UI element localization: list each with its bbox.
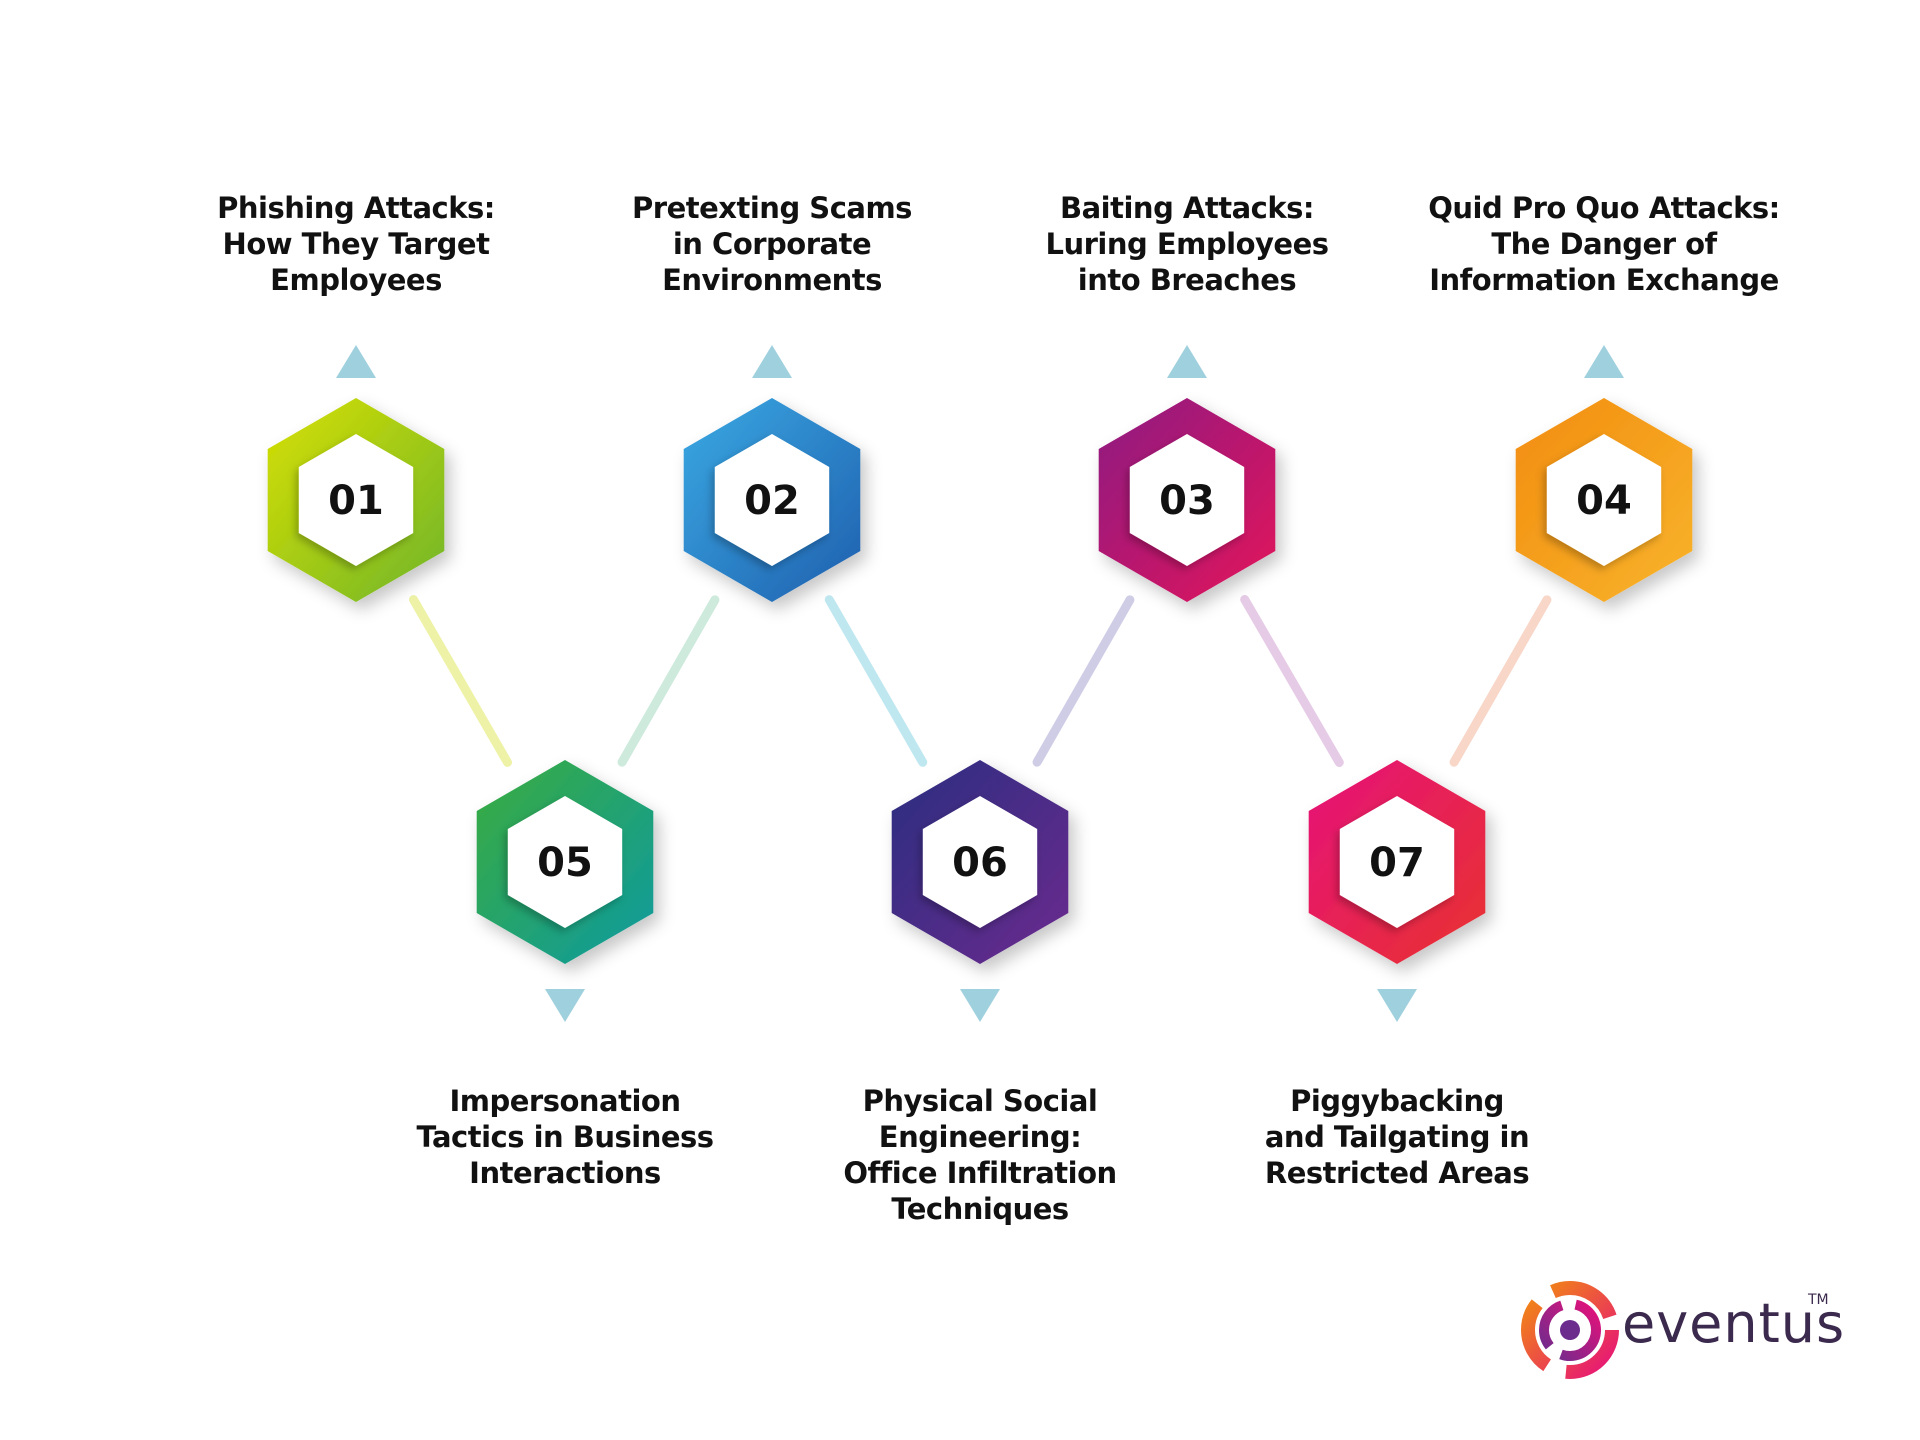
hexagon-inner — [1546, 434, 1662, 566]
hexagon-node: 06 — [891, 760, 1069, 964]
hexagon-node: 01 — [267, 398, 445, 602]
connector-line — [617, 595, 720, 767]
hexagon-node: 05 — [476, 760, 654, 964]
logo-wordmark: eventus — [1622, 1292, 1846, 1355]
node-number: 01 — [328, 478, 384, 524]
arrow-up-icon — [752, 345, 792, 378]
node-label-line: and Tailgating in — [1264, 1120, 1530, 1154]
arrow-down-icon — [1377, 989, 1417, 1022]
node-label-line: Restricted Areas — [1264, 1156, 1530, 1190]
node-label-line: Office Infiltration — [843, 1156, 1117, 1190]
node-label-line: Employees — [270, 263, 442, 297]
node-label-line: Engineering: — [878, 1120, 1082, 1154]
node-number: 02 — [744, 478, 800, 524]
arrow-down-icon — [545, 989, 585, 1022]
node-label-line: Phishing Attacks: — [217, 191, 495, 225]
node-label-line: Physical Social — [862, 1084, 1098, 1118]
arrows — [336, 345, 1624, 1022]
node-label-line: Techniques — [891, 1192, 1069, 1226]
hexagon-inner — [1339, 796, 1455, 928]
connector-line — [1032, 595, 1135, 767]
node-label-line: The Danger of — [1491, 227, 1717, 261]
node-number: 04 — [1576, 478, 1632, 524]
connector-line — [1240, 594, 1344, 768]
node-label-line: Information Exchange — [1429, 263, 1779, 297]
connector-line — [1449, 595, 1552, 767]
hexagon-inner — [922, 796, 1038, 928]
hexagon-node: 04 — [1515, 398, 1693, 602]
node-number: 07 — [1369, 840, 1425, 886]
node-label-line: Impersonation — [449, 1084, 681, 1118]
arrow-down-icon — [960, 989, 1000, 1022]
node-label-line: into Breaches — [1077, 263, 1297, 297]
node-number: 03 — [1159, 478, 1215, 524]
node-number: 06 — [952, 840, 1008, 886]
connectors — [408, 594, 1552, 768]
arrow-up-icon — [1167, 345, 1207, 378]
hexagon-node: 03 — [1098, 398, 1276, 602]
node-label-line: Pretexting Scams — [632, 191, 912, 225]
node-label-line: Baiting Attacks: — [1060, 191, 1315, 225]
connector-line — [824, 595, 928, 767]
node-number: 05 — [537, 840, 593, 886]
hexagon-inner — [298, 434, 414, 566]
node-label-line: Piggybacking — [1290, 1084, 1504, 1118]
connector-line — [408, 595, 513, 767]
node-label-line: Quid Pro Quo Attacks: — [1428, 191, 1780, 225]
node-label-line: Environments — [662, 263, 882, 297]
node-label-line: Tactics in Business — [416, 1120, 714, 1154]
logo-trademark: TM — [1808, 1292, 1829, 1308]
hexagon-inner — [714, 434, 830, 566]
node-label-line: Interactions — [469, 1156, 661, 1190]
hexagon-nodes: 01 02 03 04 05 06 07 — [267, 398, 1693, 964]
hexagon-inner — [507, 796, 623, 928]
arrow-up-icon — [336, 345, 376, 378]
node-label-line: Luring Employees — [1045, 227, 1329, 261]
arrow-up-icon — [1584, 345, 1624, 378]
node-label-line: in Corporate — [672, 227, 872, 261]
node-label-line: How They Target — [222, 227, 490, 261]
hexagon-node: 07 — [1308, 760, 1486, 964]
hexagon-inner — [1129, 434, 1245, 566]
eventus-logo-icon — [1521, 1281, 1619, 1379]
hexagon-node: 02 — [683, 398, 861, 602]
